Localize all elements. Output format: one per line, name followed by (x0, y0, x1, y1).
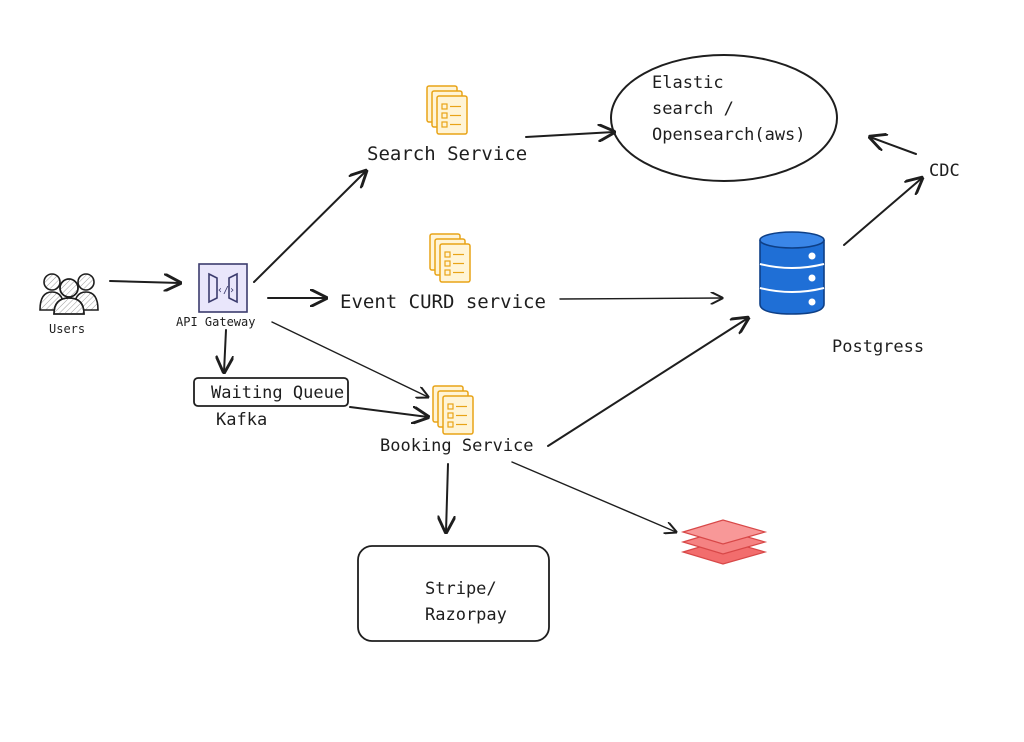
payment-node[interactable]: Stripe/ Razorpay (357, 545, 550, 642)
arrows (109, 132, 922, 532)
arrow-queue-booking (349, 406, 428, 417)
api-gateway-icon: ‹/› (198, 263, 248, 313)
users-icon (39, 273, 99, 315)
booking-service-label: Booking Service (380, 436, 534, 456)
waiting-queue-label: Waiting Queue (211, 383, 344, 403)
arrow-gateway-search (253, 171, 366, 283)
arrow-booking-postgres (547, 318, 748, 447)
arrow-gateway-booking (271, 321, 428, 397)
document-stack-icon (426, 85, 468, 135)
layers-icon[interactable] (680, 519, 768, 565)
database-icon (759, 231, 825, 315)
arrow-booking-payment (446, 463, 448, 532)
elasticsearch-node[interactable]: Elastic search / Opensearch(aws) (610, 54, 838, 182)
payment-box (357, 545, 550, 642)
kafka-label: Kafka (216, 410, 267, 430)
arrow-gateway-queue (224, 329, 226, 372)
postgres-label: Postgress (832, 337, 924, 357)
waiting-queue-box (193, 377, 349, 407)
arrow-event-postgres (559, 298, 722, 299)
arrow-users-gateway (109, 281, 180, 283)
payment-line1: Stripe/ (425, 579, 497, 599)
search-service-label: Search Service (367, 143, 527, 165)
arrow-search-elastic (525, 132, 614, 137)
arrow-postgres-cdc (843, 178, 922, 246)
document-stack-icon (429, 233, 471, 283)
svg-text:‹/›: ‹/› (217, 285, 235, 296)
search-service-node[interactable]: Search Service (367, 85, 527, 165)
event-service-node[interactable]: Event CURD service (340, 233, 546, 313)
elastic-line2: search / (652, 99, 734, 119)
booking-service-node[interactable]: Booking Service (380, 385, 534, 456)
waiting-queue-node[interactable]: Waiting Queue Kafka (193, 377, 349, 430)
cdc-label[interactable]: CDC (929, 161, 960, 181)
api-gateway-label: API Gateway (176, 315, 255, 329)
postgres-node[interactable]: Postgress (759, 231, 924, 357)
users-node[interactable]: Users (39, 273, 99, 336)
users-label: Users (49, 322, 85, 336)
api-gateway-node[interactable]: ‹/› API Gateway (176, 263, 255, 329)
payment-line2: Razorpay (425, 605, 507, 625)
document-stack-icon (432, 385, 474, 435)
elastic-line1: Elastic (652, 73, 724, 93)
event-service-label: Event CURD service (340, 291, 546, 313)
arrow-booking-cache (511, 461, 676, 532)
elastic-line3: Opensearch(aws) (652, 125, 806, 145)
elasticsearch-ellipse (610, 54, 838, 182)
arrow-cdc-elastic (870, 137, 917, 155)
